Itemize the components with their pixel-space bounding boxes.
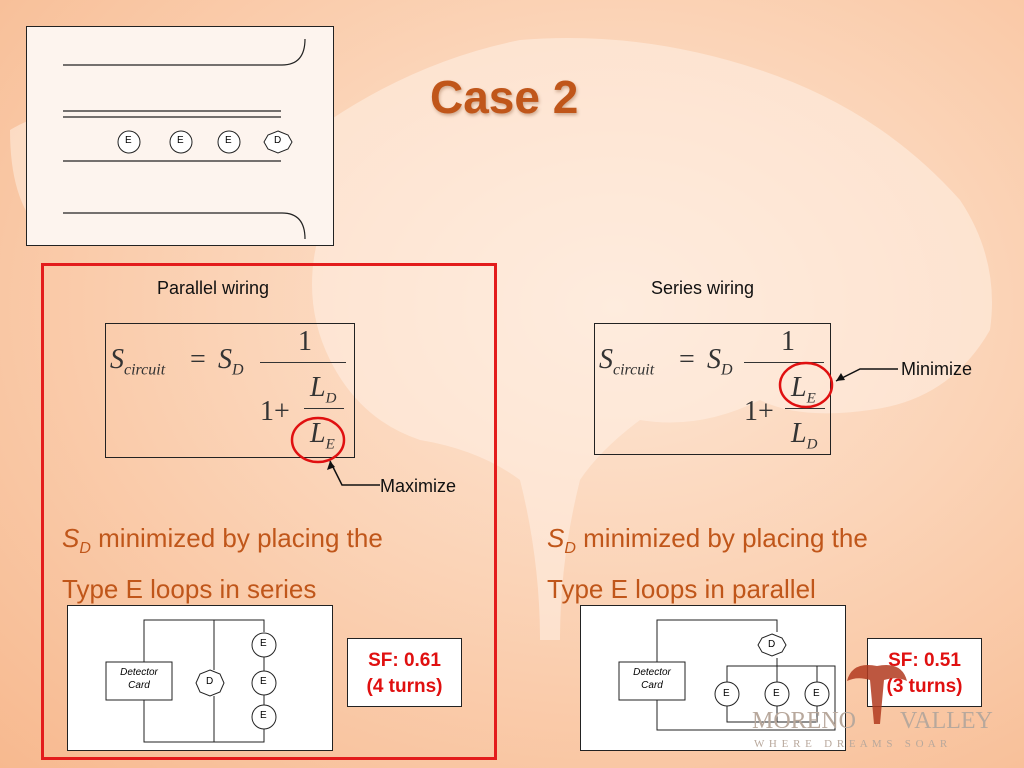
parallel-loop-e1-label: E	[260, 638, 267, 649]
parallel-loop-e2-label: E	[260, 676, 267, 687]
logo-tagline: W H E R E D R E A M S S O A R	[754, 738, 949, 750]
parallel-wiring-heading: Parallel wiring	[157, 278, 270, 298]
minimize-callout-graphic	[778, 361, 898, 409]
page-title: Case 2	[430, 71, 579, 123]
series-formula-box: Scircuit = SD 1 1+ LE LD	[594, 323, 831, 455]
series-wiring-heading: Series wiring	[651, 278, 755, 298]
selected-case-frame	[41, 263, 497, 760]
sd-symbol-right: S	[547, 523, 565, 553]
logo-word-valley: VALLEY	[900, 708, 993, 734]
loop-layout-svg	[63, 38, 306, 240]
parallel-explanation-line1: minimized by placing the	[90, 523, 383, 553]
diagram-loop-e1-label: E	[125, 135, 132, 146]
parallel-formula-box: Scircuit = SD 1 1+ LD LE	[105, 323, 355, 458]
series-explanation-line1: minimized by placing the	[575, 523, 868, 553]
parallel-explanation: SD minimized by placing the Type E loops…	[62, 518, 482, 609]
minimize-label: Minimize	[901, 359, 973, 379]
series-explanation-line2: Type E loops in parallel	[547, 574, 816, 605]
parallel-circuit-svg	[105, 619, 277, 743]
series-loop-e1-label: E	[723, 688, 730, 699]
parallel-loop-d-label: D	[206, 676, 214, 687]
series-loop-e3-label: E	[813, 688, 820, 699]
series-loop-d-label: D	[768, 639, 776, 650]
parallel-sf-value: SF: 0.61	[368, 650, 441, 671]
parallel-explanation-line2: Type E loops in series	[62, 574, 317, 605]
series-sf-badge: SF: 0.51 (3 turns)	[867, 638, 982, 707]
loop-layout-diagram: E E E D	[26, 26, 334, 246]
parallel-sf-badge: SF: 0.61 (4 turns)	[347, 638, 462, 707]
parallel-sf-turns: (4 turns)	[366, 676, 443, 697]
sd-subscript-right: D	[564, 540, 576, 558]
series-loop-e2-label: E	[773, 688, 780, 699]
sd-subscript: D	[79, 540, 91, 558]
maximize-label: Maximize	[380, 476, 457, 496]
parallel-loop-e3-label: E	[260, 710, 267, 721]
series-sf-turns: (3 turns)	[886, 676, 963, 697]
maximize-callout-graphic	[290, 416, 380, 486]
series-explanation: SD minimized by placing the Type E loops…	[547, 518, 967, 609]
diagram-loop-d-label: D	[274, 135, 282, 146]
series-circuit-svg	[618, 619, 836, 731]
diagram-loop-e2-label: E	[177, 135, 184, 146]
logo-tree-icon	[847, 665, 907, 724]
sd-symbol: S	[62, 523, 80, 553]
logo-word-moreno: MORENO	[752, 708, 857, 734]
series-sf-value: SF: 0.51	[888, 650, 961, 671]
diagram-loop-e3-label: E	[225, 135, 232, 146]
